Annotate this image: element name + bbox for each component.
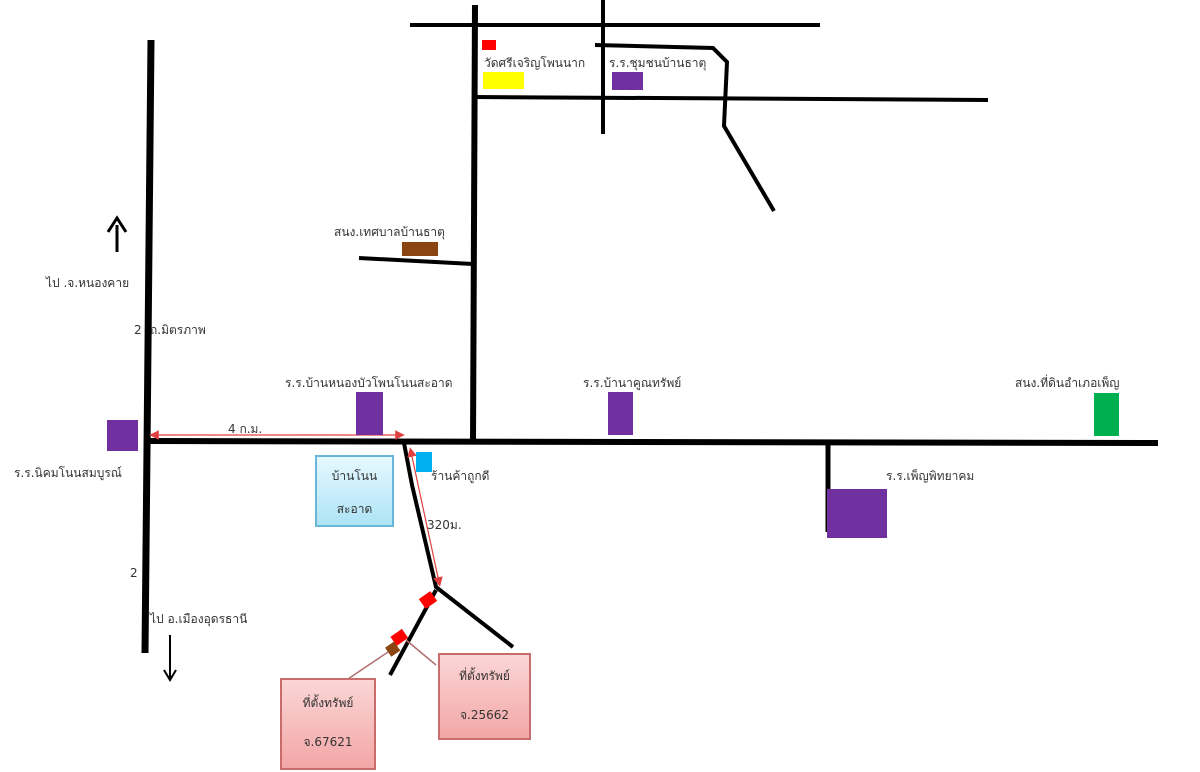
property1-title: ที่ตั้งทรัพย์ (302, 696, 354, 710)
to-nongkhai-label: ไป .จ.หนองคาย (46, 276, 130, 290)
road-mittraphap (141, 39, 155, 654)
land-office-marker (1094, 393, 1119, 436)
land-office-label: สนง.ที่ดินอำเภอเพ็ญ (1015, 376, 1120, 390)
distance-320m-label: 320ม. (427, 518, 462, 532)
shop-label: ร้านค้าถูกดี (431, 469, 490, 483)
school-phen-marker (827, 489, 887, 538)
road-number-bottom: 2 (130, 566, 138, 580)
callout2-pointer (405, 639, 437, 666)
property2-title: ที่ตั้งทรัพย์ (459, 669, 510, 683)
village-callout-line2: สะอาด (336, 502, 373, 516)
school-banna-marker (608, 392, 633, 435)
property-marker-1-brown (385, 641, 401, 657)
distance-320m-arrow (407, 447, 443, 587)
shop-marker (416, 452, 432, 472)
arrow-up-icon (106, 215, 128, 252)
village-callout: บ้านโนน สะอาด (315, 455, 394, 527)
school-nongbua-marker (356, 392, 383, 435)
property2-deed: จ.25662 (459, 708, 510, 722)
school-nikhom-label: ร.ร.นิคมโนนสมบูรณ์ (14, 466, 122, 480)
road-municipal-branch (358, 256, 474, 266)
school-banna-label: ร.ร.บ้านาคูณทรัพย์ (583, 376, 682, 390)
property2-callout: ที่ตั้งทรัพย์ จ.25662 (438, 653, 531, 740)
temple-marker-red (482, 40, 496, 50)
road-north-vertical (470, 4, 478, 444)
roads (141, 0, 1159, 676)
school-nongbua-label: ร.ร.บ้านหนองบัวโพนโนนสะอาด (285, 376, 453, 390)
school-phen-label: ร.ร.เพ็ญพิทยาคม (886, 469, 975, 483)
school-chumchon-label: ร.ร.ชุมชนบ้านธาตุ (609, 56, 707, 70)
municipal-office-marker (402, 242, 438, 256)
road-number-top: 2 (134, 323, 142, 337)
temple-label: วัดศรีเจริญโพนนาก (484, 56, 586, 70)
road-mittraphap-label: ถ.มิตรภาพ (150, 323, 206, 337)
school-nikhom-marker (107, 420, 138, 451)
road-curve-northeast (594, 43, 776, 213)
school-chumchon-marker (612, 72, 643, 90)
to-udon-label: ไป อ.เมืองอุดรธานี (150, 612, 248, 626)
distance-4km-label: 4 ก.ม. (228, 422, 263, 436)
property1-deed: จ.67621 (303, 735, 353, 749)
village-callout-line1: บ้านโนน (331, 469, 378, 483)
temple-marker-yellow (483, 72, 524, 89)
property1-callout: ที่ตั้งทรัพย์ จ.67621 (280, 678, 376, 770)
municipal-office-label: สนง.เทศบาลบ้านธาตุ (334, 225, 445, 239)
property-marker-1 (390, 628, 409, 646)
property-marker-2 (418, 591, 438, 609)
arrow-down-icon (163, 635, 177, 682)
callout1-pointer (347, 649, 392, 680)
road-upper-east (474, 95, 989, 102)
road-main-east (149, 438, 1159, 446)
